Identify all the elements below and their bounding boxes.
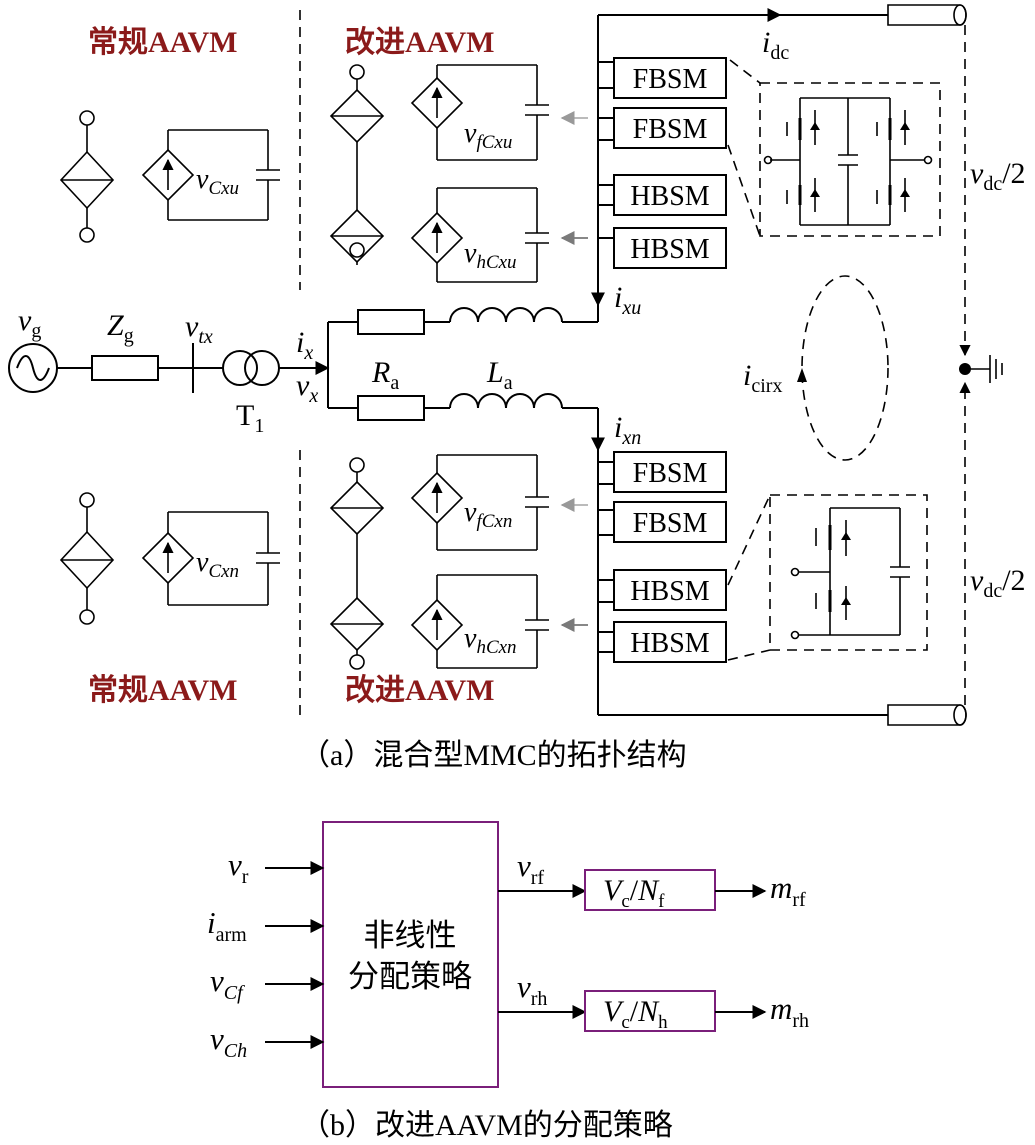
sm-upper-4: HBSM [598, 227, 727, 269]
svg-text:ixu: ixu [614, 281, 641, 319]
svg-text:vdc/2: vdc/2 [970, 157, 1026, 195]
sm-upper-3: HBSM [598, 174, 727, 216]
sm-lower-1: FBSM [598, 451, 727, 493]
input-vcf: vCf [210, 963, 245, 1004]
caption-a: （a）混合型MMC的拓扑结构 [300, 739, 687, 772]
svg-text:vtx: vtx [185, 310, 213, 348]
svg-text:ix: ix [296, 326, 313, 364]
circulating-current: icirx [743, 275, 889, 461]
svg-text:vx: vx [296, 369, 318, 407]
dc-side: vdc/2 vdc/2 [887, 4, 1026, 726]
hbsm-detail [727, 494, 928, 661]
svg-text:HBSM: HBSM [630, 181, 709, 212]
gain-h-text: Vc/Nh [603, 995, 668, 1033]
fbsm-detail [727, 59, 941, 237]
lower-arm: FBSM FBSM HBSM HBSM ixn [591, 408, 888, 716]
svg-text:ixn: ixn [614, 411, 641, 449]
label-improved-top: 改进AAVM [345, 26, 494, 59]
svg-text:vg: vg [18, 304, 41, 342]
svg-text:vCxu: vCxu [196, 164, 239, 199]
svg-text:FBSM: FBSM [633, 508, 708, 539]
svg-text:FBSM: FBSM [633, 458, 708, 489]
svg-text:vfCxu: vfCxu [464, 118, 512, 153]
svg-text:FBSM: FBSM [633, 114, 708, 145]
label-improved-bottom: 改进AAVM [345, 674, 494, 707]
svg-text:Ra: Ra [371, 356, 399, 394]
svg-text:FBSM: FBSM [633, 64, 708, 95]
input-vch: vCh [210, 1021, 247, 1062]
input-vr: vr [228, 847, 249, 888]
output-mrf: mrf [770, 870, 806, 911]
label-conventional-bottom: 常规AAVM [88, 674, 237, 707]
conventional-aavm-lower: vCxn [59, 492, 280, 625]
caption-b: （b）改进AAVM的分配策略 [300, 1109, 673, 1142]
improved-aavm-lower: vfCxn vhCxn [329, 454, 588, 670]
output-vrf: vrf [517, 848, 544, 889]
label-conventional-top: 常规AAVM [88, 26, 237, 59]
svg-text:vhCxn: vhCxn [464, 623, 517, 658]
arm-branches: Ra La [327, 307, 598, 421]
svg-text:vCxn: vCxn [196, 547, 239, 582]
svg-text:HBSM: HBSM [630, 628, 709, 659]
svg-text:idc: idc [762, 26, 789, 64]
gain-f-text: Vc/Nf [603, 874, 665, 912]
svg-text:vhCxu: vhCxu [464, 238, 517, 273]
svg-text:vfCxn: vfCxn [464, 497, 512, 532]
strategy-block [322, 821, 499, 1088]
input-iarm: iarm [207, 905, 247, 946]
terminal-upper-improved [349, 242, 365, 258]
svg-text:icirx: icirx [743, 359, 782, 397]
output-mrh: mrh [770, 991, 809, 1032]
strategy-line1: 非线性 [364, 918, 457, 953]
svg-text:vdc/2: vdc/2 [970, 564, 1026, 602]
svg-text:HBSM: HBSM [630, 234, 709, 265]
svg-text:HBSM: HBSM [630, 576, 709, 607]
sm-lower-4: HBSM [598, 621, 727, 663]
gain-block-h [584, 990, 716, 1032]
conventional-aavm-upper: vCxu [59, 110, 280, 243]
ac-grid: vg Zg vtx T1 ix vx [8, 304, 330, 437]
strategy-line2: 分配策略 [348, 959, 472, 994]
sm-lower-2: FBSM [598, 501, 727, 543]
svg-text:T1: T1 [236, 399, 264, 437]
svg-text:La: La [486, 356, 513, 394]
improved-aavm-upper: vfCxu vhCxu [329, 64, 588, 283]
svg-text:Zg: Zg [107, 309, 134, 347]
sm-upper-2: FBSM [598, 107, 727, 149]
sm-upper-1: FBSM [598, 57, 727, 99]
sm-lower-3: HBSM [598, 569, 727, 611]
upper-arm: FBSM FBSM HBSM HBSM ixu idc [591, 8, 888, 322]
output-vrh: vrh [517, 969, 547, 1010]
strategy-diagram: 非线性 分配策略 vr iarm vCf vCh vrf vrh Vc/Nf V… [207, 821, 809, 1088]
